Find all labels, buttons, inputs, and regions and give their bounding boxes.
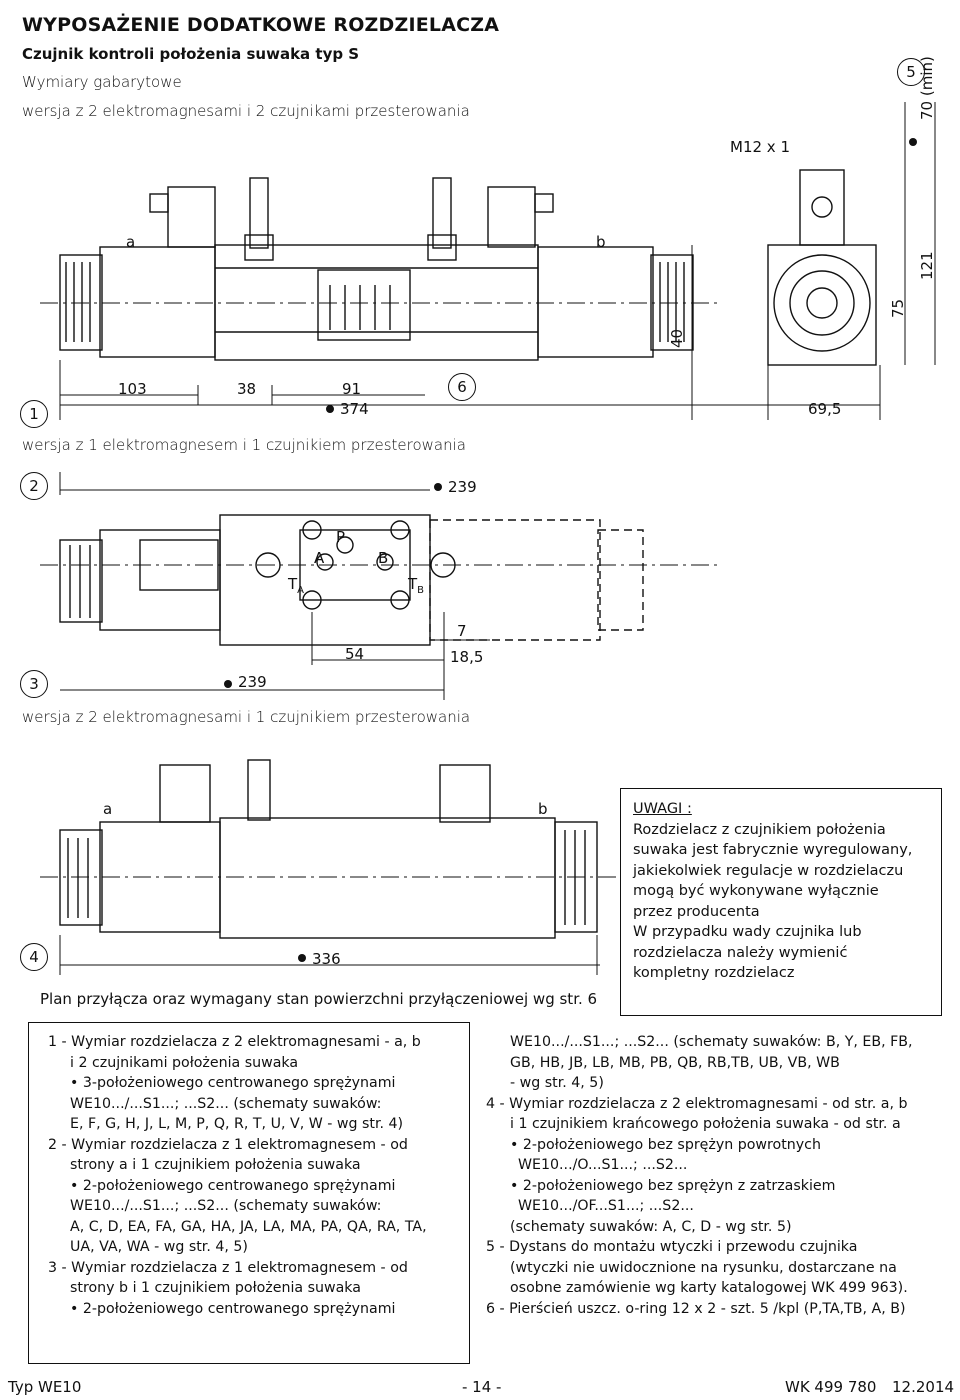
- legend-line: • 2-położeniowego centrowanego sprężynam…: [70, 1177, 396, 1194]
- legend-right: WE10.../...S1...; ...S2... (schematy suw…: [486, 1032, 946, 1319]
- dim-70min: 70 (min): [918, 56, 936, 120]
- page-title: WYPOSAŻENIE DODATKOWE ROZDZIELACZA: [22, 14, 500, 36]
- legend-line: i 2 czujnikami położenia suwaka: [70, 1054, 299, 1071]
- label-a-3: a: [103, 800, 113, 818]
- dim-91: 91: [342, 380, 362, 398]
- callout-2: 2: [20, 472, 48, 500]
- legend-line: E, F, G, H, J, L, M, P, Q, R, T, U, V, W…: [70, 1116, 404, 1132]
- callout-6: 6: [448, 373, 476, 401]
- valve-top-view-2: [40, 472, 720, 700]
- label-b: b: [596, 233, 606, 251]
- dim-239: 239: [448, 478, 477, 496]
- version-2-caption: wersja z 1 elektromagnesem i 1 czujnikie…: [22, 436, 466, 454]
- legend-line: • 2-położeniowego centrowanego sprężynam…: [70, 1300, 396, 1317]
- legend-line: (schematy suwaków: A, C, D - wg str. 5): [510, 1218, 792, 1235]
- notes-line: przez producenta: [633, 903, 760, 920]
- callout-5: 5: [897, 58, 925, 86]
- legend-line: 4 - Wymiar rozdzielacza z 2 elektromagne…: [486, 1095, 908, 1112]
- notes-line: rozdzielacza należy wymienić: [633, 944, 848, 961]
- legend-line: (wtyczki nie uwidocznione na rysunku, do…: [510, 1259, 897, 1276]
- dim-18-5: 18,5: [450, 648, 484, 666]
- legend-line: - wg str. 4, 5): [510, 1075, 604, 1091]
- label-a: a: [126, 233, 136, 251]
- plan-note: Plan przyłącza oraz wymagany stan powier…: [40, 990, 598, 1008]
- valve-side-view-3: [40, 759, 620, 975]
- dim-69-5: 69,5: [808, 400, 842, 418]
- port-P: P: [336, 528, 346, 546]
- notes-line: Rozdzielacz z czujnikiem położenia: [633, 821, 886, 838]
- dim-75: 75: [889, 298, 907, 318]
- notes-heading: UWAGI :: [633, 801, 692, 817]
- port-TB: TB: [408, 575, 425, 596]
- valve-end-view: [767, 102, 936, 420]
- legend-left: 1 - Wymiar rozdzielacza z 2 elektromagne…: [48, 1032, 468, 1319]
- notes-line: suwaka jest fabrycznie wyregulowany,: [633, 842, 913, 858]
- legend-line: • 2-położeniowego bez sprężyn powrotnych: [510, 1136, 821, 1153]
- legend-line: GB, HB, JB, LB, MB, PB, QB, RB,TB, UB, V…: [510, 1054, 840, 1071]
- page-subtitle: Czujnik kontroli położenia suwaka typ S: [22, 45, 360, 63]
- legend-line: UA, VA, WA - wg str. 4, 5): [70, 1239, 248, 1255]
- footer-date: 12.2014: [892, 1378, 955, 1396]
- dim-336: 336: [312, 950, 341, 968]
- dims-label: Wymiary gabarytowe: [22, 73, 182, 91]
- notes-line: mogą być wykonywane wyłącznie: [633, 883, 879, 899]
- legend-line: 6 - Pierścień uszcz. o-ring 12 x 2 - szt…: [486, 1300, 906, 1317]
- legend-line: 3 - Wymiar rozdzielacza z 1 elektromagne…: [48, 1259, 408, 1276]
- legend-line: • 2-położeniowego bez sprężyn z zatrzask…: [510, 1177, 836, 1194]
- thread-label: M12 x 1: [730, 138, 790, 156]
- callout-4: 4: [20, 943, 48, 971]
- label-b-3: b: [538, 800, 548, 818]
- footer-type: Typ WE10: [8, 1378, 82, 1396]
- notes-line: jakiekolwiek regulacje w rozdzielaczu: [633, 862, 904, 879]
- callout-1: 1: [20, 400, 48, 428]
- port-B: B: [378, 549, 389, 567]
- legend-line: 1 - Wymiar rozdzielacza z 2 elektromagne…: [48, 1034, 421, 1050]
- notes-line: W przypadku wady czujnika lub: [633, 924, 862, 940]
- legend-line: WE10.../...S1...; ...S2... (schematy suw…: [70, 1198, 382, 1214]
- callout-3: 3: [20, 670, 48, 698]
- dim-121: 121: [918, 251, 936, 280]
- version-1-caption: wersja z 2 elektromagnesami i 2 czujnika…: [22, 102, 470, 120]
- legend-line: • 3-położeniowego centrowanego sprężynam…: [70, 1075, 396, 1091]
- legend-line: strony b i 1 czujnikiem położenia suwaka: [70, 1280, 361, 1296]
- dim-103: 103: [118, 380, 147, 398]
- legend-line: A, C, D, EA, FA, GA, HA, JA, LA, MA, PA,…: [70, 1218, 427, 1235]
- legend-line: osobne zamówienie wg karty katalogowej W…: [510, 1280, 908, 1296]
- footer-code: WK 499 780: [785, 1378, 877, 1396]
- dim-239b: 239: [238, 673, 267, 691]
- dim-7: 7: [457, 622, 467, 640]
- legend-line: WE10.../...S1...; ...S2... (schematy suw…: [70, 1095, 382, 1112]
- legend-line: WE10.../OF...S1...; ...S2...: [518, 1198, 694, 1214]
- version-3-caption: wersja z 2 elektromagnesami i 1 czujniki…: [22, 708, 471, 726]
- legend-line: WE10.../...S1...; ...S2... (schematy suw…: [510, 1034, 913, 1050]
- legend-line: strony a i 1 czujnikiem położenia suwaka: [70, 1157, 361, 1173]
- dim-38: 38: [237, 380, 257, 398]
- dim-374: 374: [340, 400, 369, 418]
- port-A: A: [314, 549, 325, 567]
- legend-line: i 1 czujnikiem krańcowego położenia suwa…: [510, 1116, 901, 1132]
- footer-page: - 14 -: [462, 1378, 502, 1396]
- notes-box: UWAGI : Rozdzielacz z czujnikiem położen…: [620, 788, 942, 1016]
- dim-40: 40: [668, 328, 686, 348]
- legend-box-left: [28, 1022, 470, 1364]
- legend-line: WE10.../O...S1...; ...S2...: [518, 1157, 688, 1173]
- legend-line: 2 - Wymiar rozdzielacza z 1 elektromagne…: [48, 1136, 408, 1153]
- valve-side-view-1: [40, 177, 780, 420]
- notes-line: kompletny rozdzielacz: [633, 965, 795, 981]
- port-TA: TA: [288, 575, 305, 596]
- dim-54: 54: [345, 645, 365, 663]
- legend-line: 5 - Dystans do montażu wtyczki i przewod…: [486, 1239, 858, 1255]
